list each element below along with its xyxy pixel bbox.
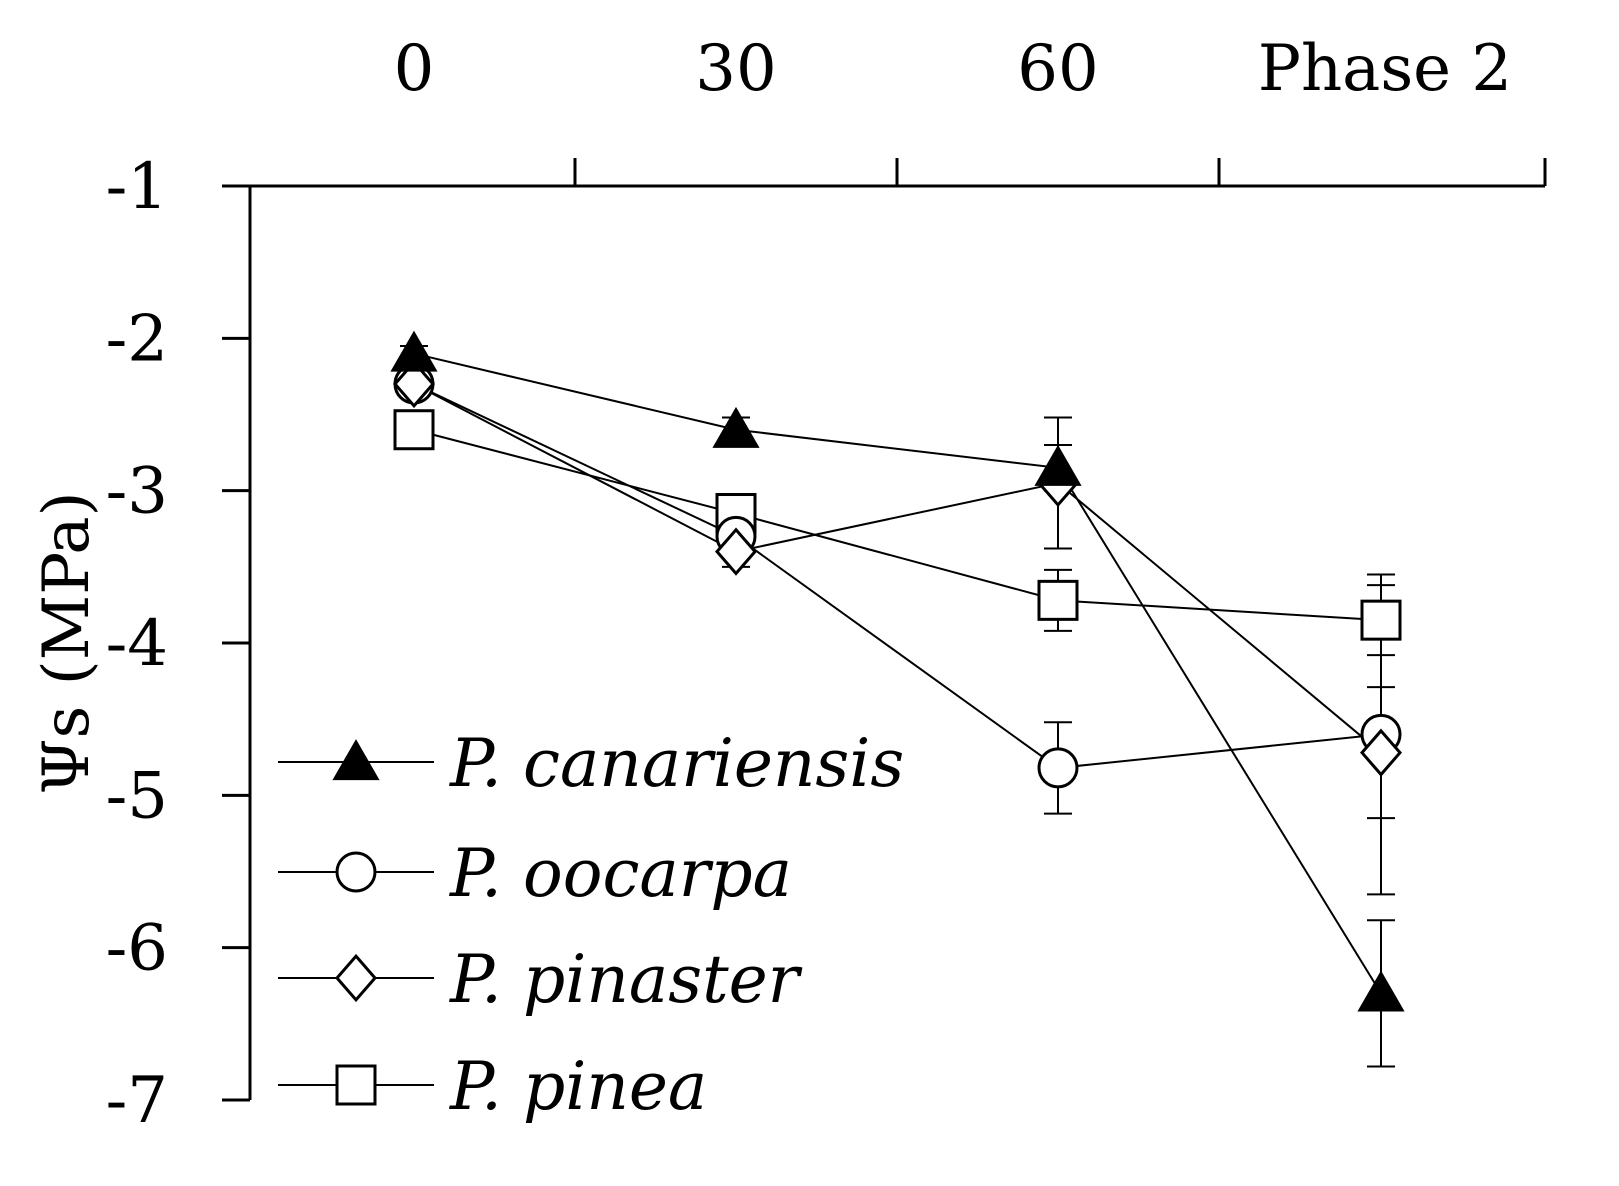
data-point-filled-triangle [712,406,760,448]
y-tick-label: -4 [106,607,168,681]
series-line-2 [413,383,1382,769]
series-line-3 [413,383,1382,754]
series-line-1 [413,352,1382,994]
x-tick-label: 0 [394,32,435,106]
data-point-open-circle [1037,747,1079,789]
legend-marker-filled-triangle [332,739,380,781]
y-axis-label: Ψs (MPa) [30,491,104,794]
y-tick-label: -6 [106,912,168,986]
x-tick-label: Phase 2 [1258,32,1512,106]
data-point-filled-triangle [390,330,438,372]
legend: P. canariensis P. oocarpa P. pinaster P. pi… [278,725,904,1125]
legend-label: P. pinaster [449,941,803,1018]
data-point-filled-triangle [1034,444,1082,486]
data-point-open-diamond [393,359,435,409]
legend-label: P. canariensis [449,725,904,802]
y-tick-label: -3 [106,455,168,529]
y-tick-label: -1 [106,150,168,224]
data-point-open-square [1037,579,1079,621]
x-ticks: 0 30 60 Phase 2 [394,32,1547,186]
series-line-4 [413,428,1382,622]
series-markers [390,330,1405,1012]
data-point-open-diamond [1360,728,1402,777]
y-tick-label: -5 [106,759,168,833]
data-point-open-square [393,409,435,451]
legend-label: P. pinea [449,1048,707,1125]
legend-marker-open-diamond [335,953,377,1003]
data-point-open-diamond [715,527,757,576]
x-tick-label: 30 [695,32,776,106]
data-point-filled-triangle [1357,970,1405,1012]
legend-marker-open-square [335,1064,377,1106]
legend-marker-open-circle [335,851,377,893]
data-point-open-square [1360,599,1402,641]
y-tick-label: -2 [106,302,168,376]
legend-label: P. oocarpa [449,835,792,912]
series-lines [413,352,1382,994]
series-layer [390,330,1405,1068]
y-ticks: -1 -2 -3 -4 -5 -6 -7 [106,150,250,1138]
x-tick-label: 60 [1017,32,1098,106]
y-tick-label: -7 [106,1064,168,1138]
